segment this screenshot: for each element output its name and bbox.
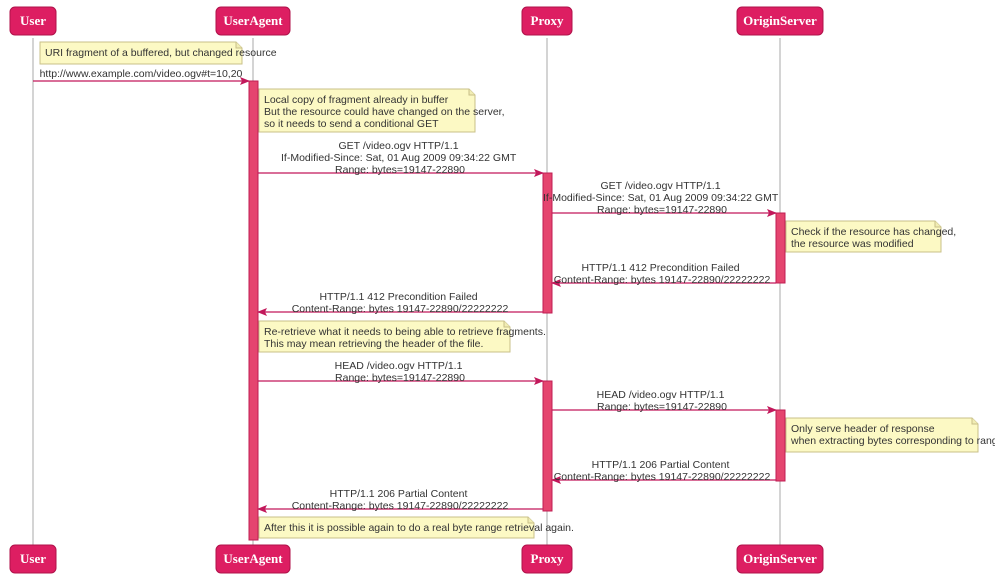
svg-text:HTTP/1.1 206 Partial Content: HTTP/1.1 206 Partial Content Content-Ran… [554,459,771,483]
message-7-line-2: Range: bytes=19147-22890 [597,401,727,413]
participant-proxy-label: Proxy [531,13,564,28]
svg-text:HTTP/1.1 412 Precondition Fail: HTTP/1.1 412 Precondition Failed Content… [554,262,771,286]
note-uri-fragment: URI fragment of a buffered, but changed … [39,41,277,65]
message-4-line-2: Content-Range: bytes 19147-22890/2222222… [554,274,771,286]
message-9-line-1: HTTP/1.1 206 Partial Content [330,488,468,500]
svg-text:URI fragment of a buffered, bu: URI fragment of a buffered, but changed … [45,47,277,59]
note-re-retrieve: Re-retrieve what it needs to being able … [258,320,549,353]
message-4-line-1: HTTP/1.1 412 Precondition Failed [581,262,739,274]
note-serve-header-line-1: Only serve header of response [791,423,935,435]
activation-useragent [248,80,259,541]
message-proxy-to-useragent-412: HTTP/1.1 412 Precondition Failed Content… [257,291,543,316]
message-useragent-to-proxy-get: GET /video.ogv HTTP/1.1 If-Modified-Sinc… [258,140,544,177]
participant-proxy-label-bottom: Proxy [531,551,564,566]
note-serve-header: Only serve header of response when extra… [785,417,995,453]
participant-origin-bottom: OriginServer [736,544,824,574]
note-after-this-line-1: After this it is possible again to do a … [264,522,574,534]
participant-origin-label: OriginServer [743,13,817,28]
svg-text:HEAD /video.ogv HTTP/1.1: HEAD /video.ogv HTTP/1.1 Range: bytes=19… [597,389,728,413]
message-5-line-1: HTTP/1.1 412 Precondition Failed [319,291,477,303]
note-local-copy-line-2: But the resource could have changed on t… [264,106,505,118]
message-proxy-to-useragent-206: HTTP/1.1 206 Partial Content Content-Ran… [257,488,543,513]
message-3-line-2: If-Modified-Since: Sat, 01 Aug 2009 09:3… [543,192,779,204]
note-re-retrieve-line-2: This may mean retrieving the header of t… [264,338,483,350]
svg-text:HTTP/1.1 412 Precondition Fail: HTTP/1.1 412 Precondition Failed Content… [292,291,509,315]
message-9-line-2: Content-Range: bytes 19147-22890/2222222… [292,500,509,512]
participant-useragent-bottom: UserAgent [215,544,291,574]
message-2-line-3: Range: bytes=19147-22890 [335,164,465,176]
svg-text:After this it is possible agai: After this it is possible again to do a … [264,522,574,534]
participant-origin-top: OriginServer [736,6,824,36]
activation-origin-2 [775,409,786,482]
svg-text:HEAD /video.ogv HTTP/1.1: HEAD /video.ogv HTTP/1.1 Range: bytes=19… [335,360,466,384]
participant-proxy-bottom: Proxy [521,544,573,574]
svg-text:GET /video.ogv HTTP/1.1: GET /video.ogv HTTP/1.1 If-Modified-Sinc… [281,140,519,176]
message-2-line-1: GET /video.ogv HTTP/1.1 [339,140,459,152]
message-useragent-to-proxy-head: HEAD /video.ogv HTTP/1.1 Range: bytes=19… [258,360,544,385]
svg-text:Local copy of fragment already: Local copy of fragment already in buffer… [264,94,507,130]
message-proxy-to-origin-head: HEAD /video.ogv HTTP/1.1 Range: bytes=19… [552,389,777,414]
message-1-line-1: http://www.example.com/video.ogv#t=10,20 [40,68,243,80]
note-local-copy-line-1: Local copy of fragment already in buffer [264,94,449,106]
message-origin-to-proxy-412: HTTP/1.1 412 Precondition Failed Content… [551,262,776,287]
participant-useragent-label-bottom: UserAgent [223,551,283,566]
note-check-resource-line-2: the resource was modified [791,238,914,250]
participant-user-top: User [9,6,57,36]
note-re-retrieve-line-1: Re-retrieve what it needs to being able … [264,326,546,338]
note-local-copy: Local copy of fragment already in buffer… [258,88,507,133]
activation-origin-1 [775,212,786,284]
participant-useragent-label: UserAgent [223,13,283,28]
message-6-line-2: Range: bytes=19147-22890 [335,372,465,384]
note-check-resource-line-1: Check if the resource has changed, [791,226,956,238]
message-7-line-1: HEAD /video.ogv HTTP/1.1 [597,389,725,401]
message-8-line-1: HTTP/1.1 206 Partial Content [592,459,730,471]
participant-user-label: User [20,13,46,28]
note-check-resource: Check if the resource has changed, the r… [785,220,959,253]
activation-proxy-2 [542,380,553,512]
svg-text:GET /video.ogv HTTP/1.1: GET /video.ogv HTTP/1.1 If-Modified-Sinc… [543,180,781,216]
note-local-copy-line-3: so it needs to send a conditional GET [264,118,439,130]
svg-text:Check if the resource has chan: Check if the resource has changed, the r… [791,226,959,250]
participant-useragent-top: UserAgent [215,6,291,36]
participant-origin-label-bottom: OriginServer [743,551,817,566]
message-5-line-2: Content-Range: bytes 19147-22890/2222222… [292,303,509,315]
participant-proxy-top: Proxy [521,6,573,36]
message-2-line-2: If-Modified-Since: Sat, 01 Aug 2009 09:3… [281,152,517,164]
note-uri-fragment-line-1: URI fragment of a buffered, but changed … [45,47,277,59]
message-3-line-3: Range: bytes=19147-22890 [597,204,727,216]
message-origin-to-proxy-206: HTTP/1.1 206 Partial Content Content-Ran… [551,459,776,484]
svg-text:Re-retrieve what it needs to b: Re-retrieve what it needs to being able … [264,326,549,350]
svg-text:http://www.example.com/video.o: http://www.example.com/video.ogv#t=10,20 [40,68,243,80]
note-serve-header-line-2: when extracting bytes corresponding to r… [790,435,995,447]
message-8-line-2: Content-Range: bytes 19147-22890/2222222… [554,471,771,483]
message-user-to-useragent: http://www.example.com/video.ogv#t=10,20 [33,68,250,85]
message-3-line-1: GET /video.ogv HTTP/1.1 [601,180,721,192]
svg-text:HTTP/1.1 206 Partial Content: HTTP/1.1 206 Partial Content Content-Ran… [292,488,509,512]
participant-user-label-bottom: User [20,551,46,566]
message-proxy-to-origin-get: GET /video.ogv HTTP/1.1 If-Modified-Sinc… [543,180,781,217]
note-after-this: After this it is possible again to do a … [258,516,574,539]
svg-text:Only serve header of response: Only serve header of response when extra… [790,423,995,447]
participant-user-bottom: User [9,544,57,574]
activation-proxy-1 [542,172,553,314]
message-6-line-1: HEAD /video.ogv HTTP/1.1 [335,360,463,372]
